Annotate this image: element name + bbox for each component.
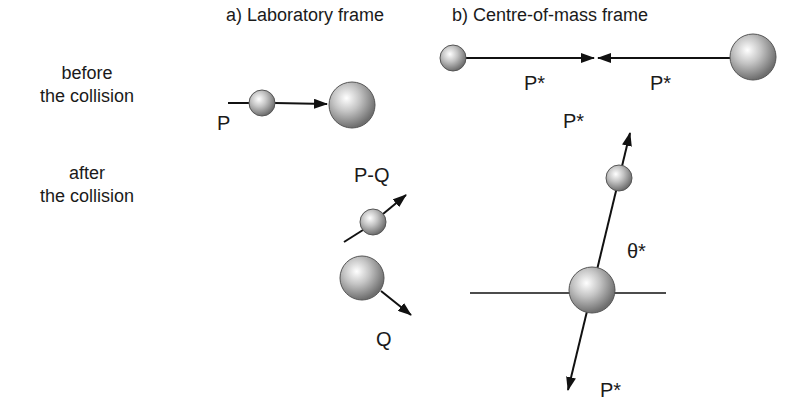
large-sphere <box>329 82 375 128</box>
reference-line <box>470 292 666 294</box>
row-heading: after the collision <box>40 162 134 209</box>
large-sphere <box>340 256 384 300</box>
frame-heading: a) Laboratory frame <box>226 4 384 27</box>
track-line <box>228 102 249 104</box>
track-line <box>344 230 363 242</box>
momentum-label: P* <box>650 70 671 96</box>
momentum-label: P* <box>600 377 621 403</box>
small-sphere <box>440 45 466 71</box>
momentum-arrow <box>381 291 411 315</box>
momentum-arrow <box>466 57 594 59</box>
momentum-label: Q <box>376 326 392 352</box>
small-sphere <box>360 209 386 235</box>
frame-heading: b) Centre-of-mass frame <box>452 4 648 27</box>
momentum-arrow <box>598 57 730 59</box>
momentum-arrow <box>275 103 327 104</box>
small-sphere <box>606 165 632 191</box>
momentum-label: P* <box>563 108 584 134</box>
angle-label: θ* <box>627 238 646 264</box>
small-sphere <box>249 90 275 116</box>
momentum-label: P <box>217 110 230 136</box>
momentum-arrow <box>383 195 406 214</box>
large-sphere <box>730 34 776 80</box>
momentum-label: P* <box>524 70 545 96</box>
momentum-label: P-Q <box>354 162 390 188</box>
large-sphere <box>569 267 615 313</box>
row-heading: before the collision <box>40 62 134 109</box>
